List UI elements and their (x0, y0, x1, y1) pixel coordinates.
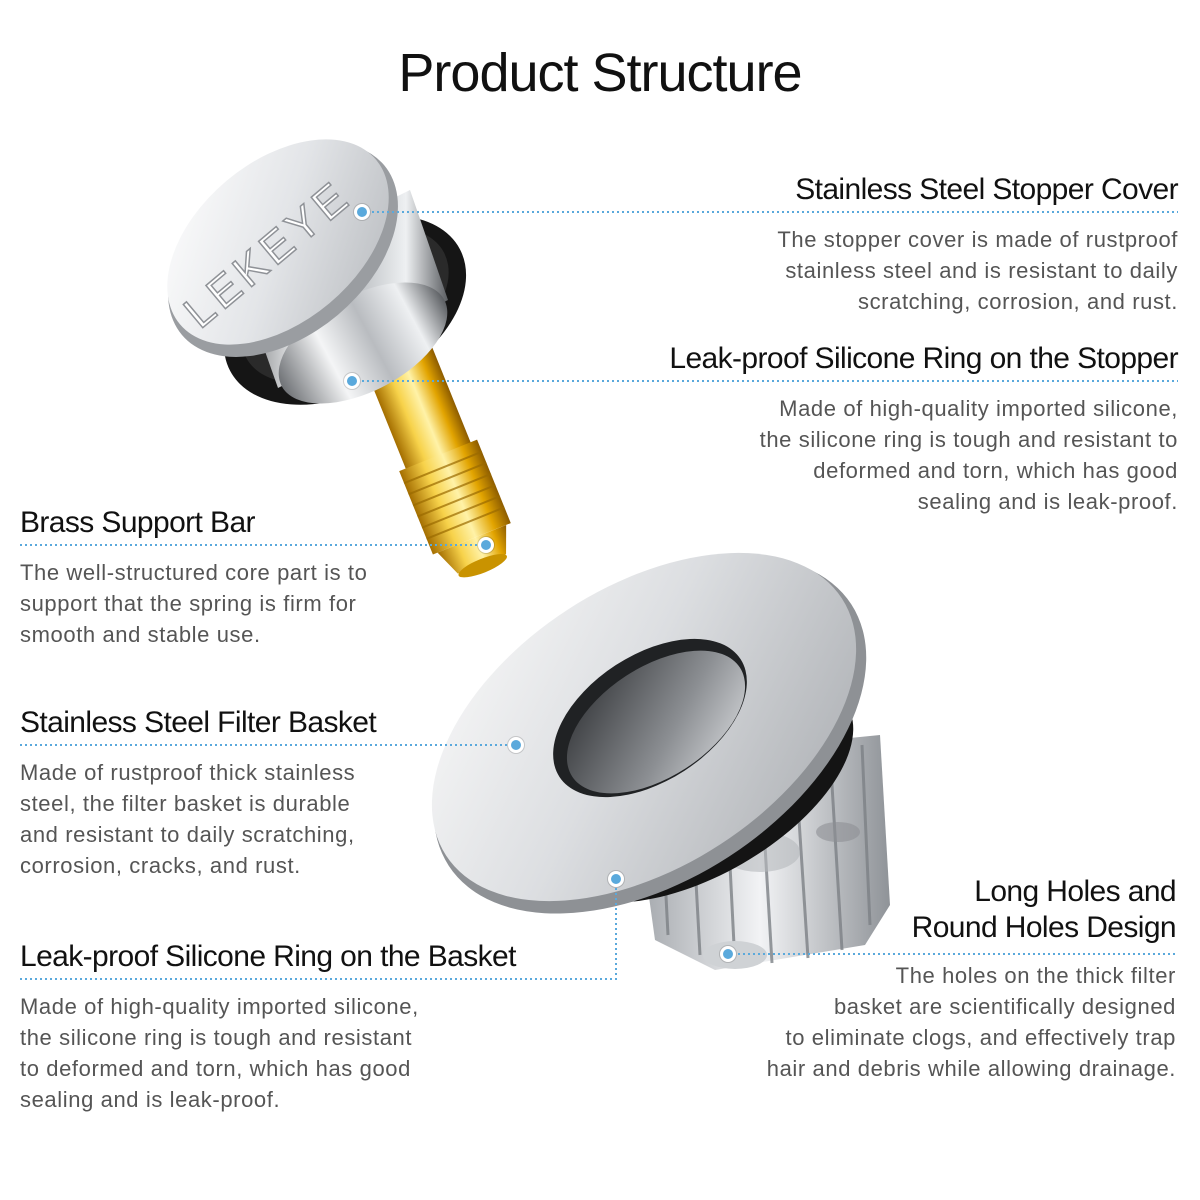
callout-text: to deformed and torn, which has good (20, 1056, 411, 1081)
callout-text: deformed and torn, which has good (813, 458, 1178, 483)
leader-lines (20, 211, 1178, 980)
callout-heading: Long Holes and (974, 875, 1176, 908)
marker-stopper-cover (354, 204, 370, 220)
brass-support-bar (364, 340, 511, 578)
callout-basket-ring: Leak-proof Silicone Ring on the Basket M… (20, 939, 516, 1115)
page-title: Product Structure (398, 43, 802, 103)
callout-text: Made of high-quality imported silicone, (20, 994, 419, 1019)
callout-text: the silicone ring is tough and resistant (20, 1025, 413, 1050)
marker-brass-bar (478, 537, 494, 553)
callout-text: Made of high-quality imported silicone, (779, 396, 1178, 421)
stopper-assembly: LEKEYE (167, 139, 511, 578)
callout-brass-bar: Brass Support Bar The well-structured co… (20, 505, 367, 650)
callout-text: sealing and is leak-proof. (20, 1087, 281, 1112)
callout-heading: Leak-proof Silicone Ring on the Basket (20, 940, 516, 973)
callout-holes: Long Holes and Round Holes Design The ho… (766, 874, 1177, 1084)
callout-stopper-ring: Leak-proof Silicone Ring on the Stopper … (669, 341, 1178, 517)
callout-heading: Leak-proof Silicone Ring on the Stopper (669, 342, 1178, 375)
callout-text: sealing and is leak-proof. (917, 489, 1178, 514)
callout-stopper-cover: Stainless Steel Stopper Cover The stoppe… (777, 172, 1178, 317)
callout-text: the silicone ring is tough and resistant… (759, 427, 1178, 452)
callout-heading: Stainless Steel Filter Basket (20, 706, 377, 739)
callout-text: smooth and stable use. (20, 622, 261, 647)
callout-heading: Round Holes Design (911, 911, 1177, 944)
callout-text: corrosion, cracks, and rust. (20, 853, 301, 878)
callout-text: stainless steel and is resistant to dail… (785, 258, 1178, 283)
marker-stopper-ring (344, 373, 360, 389)
marker-filter-basket (508, 737, 524, 753)
callout-heading: Stainless Steel Stopper Cover (795, 173, 1178, 206)
callout-text: hair and debris while allowing drainage. (766, 1056, 1176, 1081)
callout-text: to eliminate clogs, and effectively trap (785, 1025, 1176, 1050)
marker-basket-ring (608, 871, 624, 887)
callout-text: The holes on the thick filter (895, 963, 1176, 988)
callout-text: support that the spring is firm for (20, 591, 357, 616)
basket-assembly (431, 552, 890, 970)
callout-text: basket are scientifically designed (833, 994, 1176, 1019)
callout-text: and resistant to daily scratching, (20, 822, 355, 847)
callout-text: steel, the filter basket is durable (20, 791, 351, 816)
callout-text: The stopper cover is made of rustproof (777, 227, 1178, 252)
callout-filter-basket: Stainless Steel Filter Basket Made of ru… (20, 705, 377, 881)
marker-holes (720, 946, 736, 962)
callout-text: scratching, corrosion, and rust. (857, 289, 1178, 314)
callout-heading: Brass Support Bar (20, 506, 256, 539)
callout-text: The well-structured core part is to (20, 560, 368, 585)
callout-text: Made of rustproof thick stainless (20, 760, 356, 785)
